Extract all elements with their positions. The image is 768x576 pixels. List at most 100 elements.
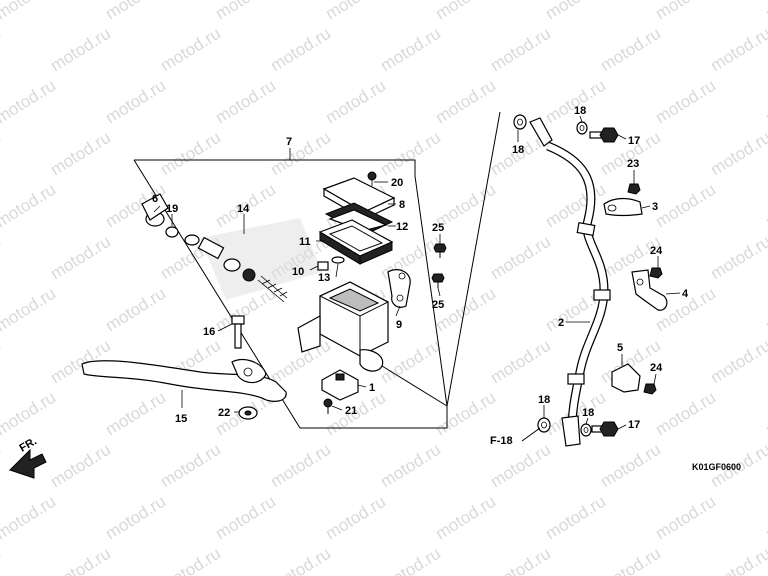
reference-arrow (521, 427, 541, 442)
watermark-text: motod.ru (542, 76, 609, 128)
callout-4: 4 (682, 288, 689, 300)
watermark-text: motod.ru (542, 180, 609, 232)
watermark-text: motod.ru (212, 76, 279, 128)
watermark-text: motod.ru (707, 24, 768, 76)
callout-5: 5 (617, 342, 623, 354)
reservoir-cap-stack (317, 171, 396, 271)
watermark-text: motod.ru (652, 0, 719, 23)
watermark-text: motod.ru (377, 544, 444, 576)
grommet-mid (593, 289, 611, 301)
callout-21: 21 (345, 405, 357, 417)
watermark-text: motod.ru (377, 336, 444, 388)
watermark-text: motod.ru (652, 388, 719, 440)
watermark-text: motod.ru (597, 544, 664, 576)
watermark-text: motod.ru (762, 284, 768, 336)
switch-1 (321, 369, 359, 401)
watermark-text: motod.ru (157, 128, 224, 180)
callout-12: 12 (396, 221, 408, 233)
callout-labels: 7 6 19 14 20 8 12 11 10 13 9 1 21 16 22 … (152, 105, 689, 431)
watermark-text: motod.ru (762, 492, 768, 544)
callout-22: 22 (218, 407, 230, 419)
callout-18-lower-left: 18 (538, 394, 550, 406)
watermark-text: motod.ru (47, 544, 114, 576)
callout-15: 15 (175, 413, 187, 425)
hose-clamp-3 (603, 183, 643, 217)
callout-17-upper: 17 (628, 135, 640, 147)
callout-2: 2 (558, 317, 564, 329)
watermark-text: motod.ru (487, 336, 554, 388)
part-10 (317, 261, 329, 271)
hose-stay-4 (631, 267, 668, 311)
watermark-text: motod.ru (762, 0, 768, 23)
callout-18-upper-right: 18 (574, 105, 586, 117)
watermark-text: motod.ru (762, 76, 768, 128)
piston-kit (141, 193, 288, 303)
watermark-text: motod.ru (487, 24, 554, 76)
diagram-code: K01GF0600 (692, 462, 741, 472)
watermark-text: motod.ru (0, 284, 59, 336)
callout-8: 8 (399, 199, 405, 211)
watermark-text: motod.ru (157, 440, 224, 492)
watermark-text: motod.ru (432, 0, 499, 23)
watermark-text: motod.ru (102, 0, 169, 23)
watermark-text: motod.ru (0, 232, 4, 284)
callout-7: 7 (286, 136, 292, 148)
watermark-text: motod.ru (597, 440, 664, 492)
callout-16: 16 (203, 326, 215, 338)
bolts-25 (431, 243, 447, 288)
screw-21 (323, 398, 333, 408)
float-13 (331, 256, 345, 264)
callout-17-lower: 17 (628, 419, 640, 431)
pivot-hardware (231, 315, 258, 420)
brake-hose-2 (529, 117, 611, 447)
watermark-text: motod.ru (157, 544, 224, 576)
reference-label: F-18 (490, 435, 513, 447)
watermark-text: motod.ru (0, 24, 4, 76)
watermark-text: motod.ru (542, 0, 609, 23)
brake-lever-15 (81, 359, 287, 402)
grommet-upper (576, 221, 596, 237)
watermark-text: motod.ru (102, 284, 169, 336)
hose-clip-5 (611, 363, 657, 395)
clamp-9 (387, 269, 411, 308)
watermark-text: motod.ru (487, 232, 554, 284)
front-arrow-icon (9, 448, 47, 479)
watermark-text: motod.ru (0, 388, 59, 440)
connection-line (381, 111, 501, 407)
watermark-text: motod.ru (267, 128, 334, 180)
watermark-text: motod.ru (322, 76, 389, 128)
watermark-text: motod.ru (487, 544, 554, 576)
watermark-text: motod.ru (47, 128, 114, 180)
watermark-text: motod.ru (157, 24, 224, 76)
watermark-text: motod.ru (0, 128, 4, 180)
callout-18-lower-right: 18 (582, 407, 594, 419)
circlip-19 (165, 226, 179, 238)
watermark-text: motod.ru (102, 492, 169, 544)
callout-13: 13 (318, 272, 330, 284)
watermark-text: motod.ru (267, 440, 334, 492)
watermark-text: motod.ru (762, 388, 768, 440)
watermark-text: motod.ru (377, 24, 444, 76)
watermark-text: motod.ru (542, 492, 609, 544)
bolt-16-head (231, 315, 245, 325)
watermark-text: motod.ru (0, 0, 59, 23)
watermark-text: motod.ru (47, 232, 114, 284)
callout-6: 6 (152, 193, 158, 205)
watermark-text: motod.ru (102, 388, 169, 440)
watermark-text: motod.ru (377, 440, 444, 492)
watermark-text: motod.ru (597, 24, 664, 76)
watermark-text: motod.ru (432, 388, 499, 440)
watermark-text: motod.ru (707, 544, 768, 576)
watermark-text: motod.ru (267, 544, 334, 576)
watermark-text: motod.ru (0, 492, 59, 544)
banjo-upper (529, 117, 553, 147)
watermark-text: motod.ru (432, 76, 499, 128)
grommet-lower (567, 373, 585, 385)
watermark-text: motod.ru (267, 24, 334, 76)
bolt-23 (627, 183, 641, 195)
spring (257, 275, 288, 303)
callout-1: 1 (369, 382, 375, 394)
watermark-text: motod.ru (47, 24, 114, 76)
